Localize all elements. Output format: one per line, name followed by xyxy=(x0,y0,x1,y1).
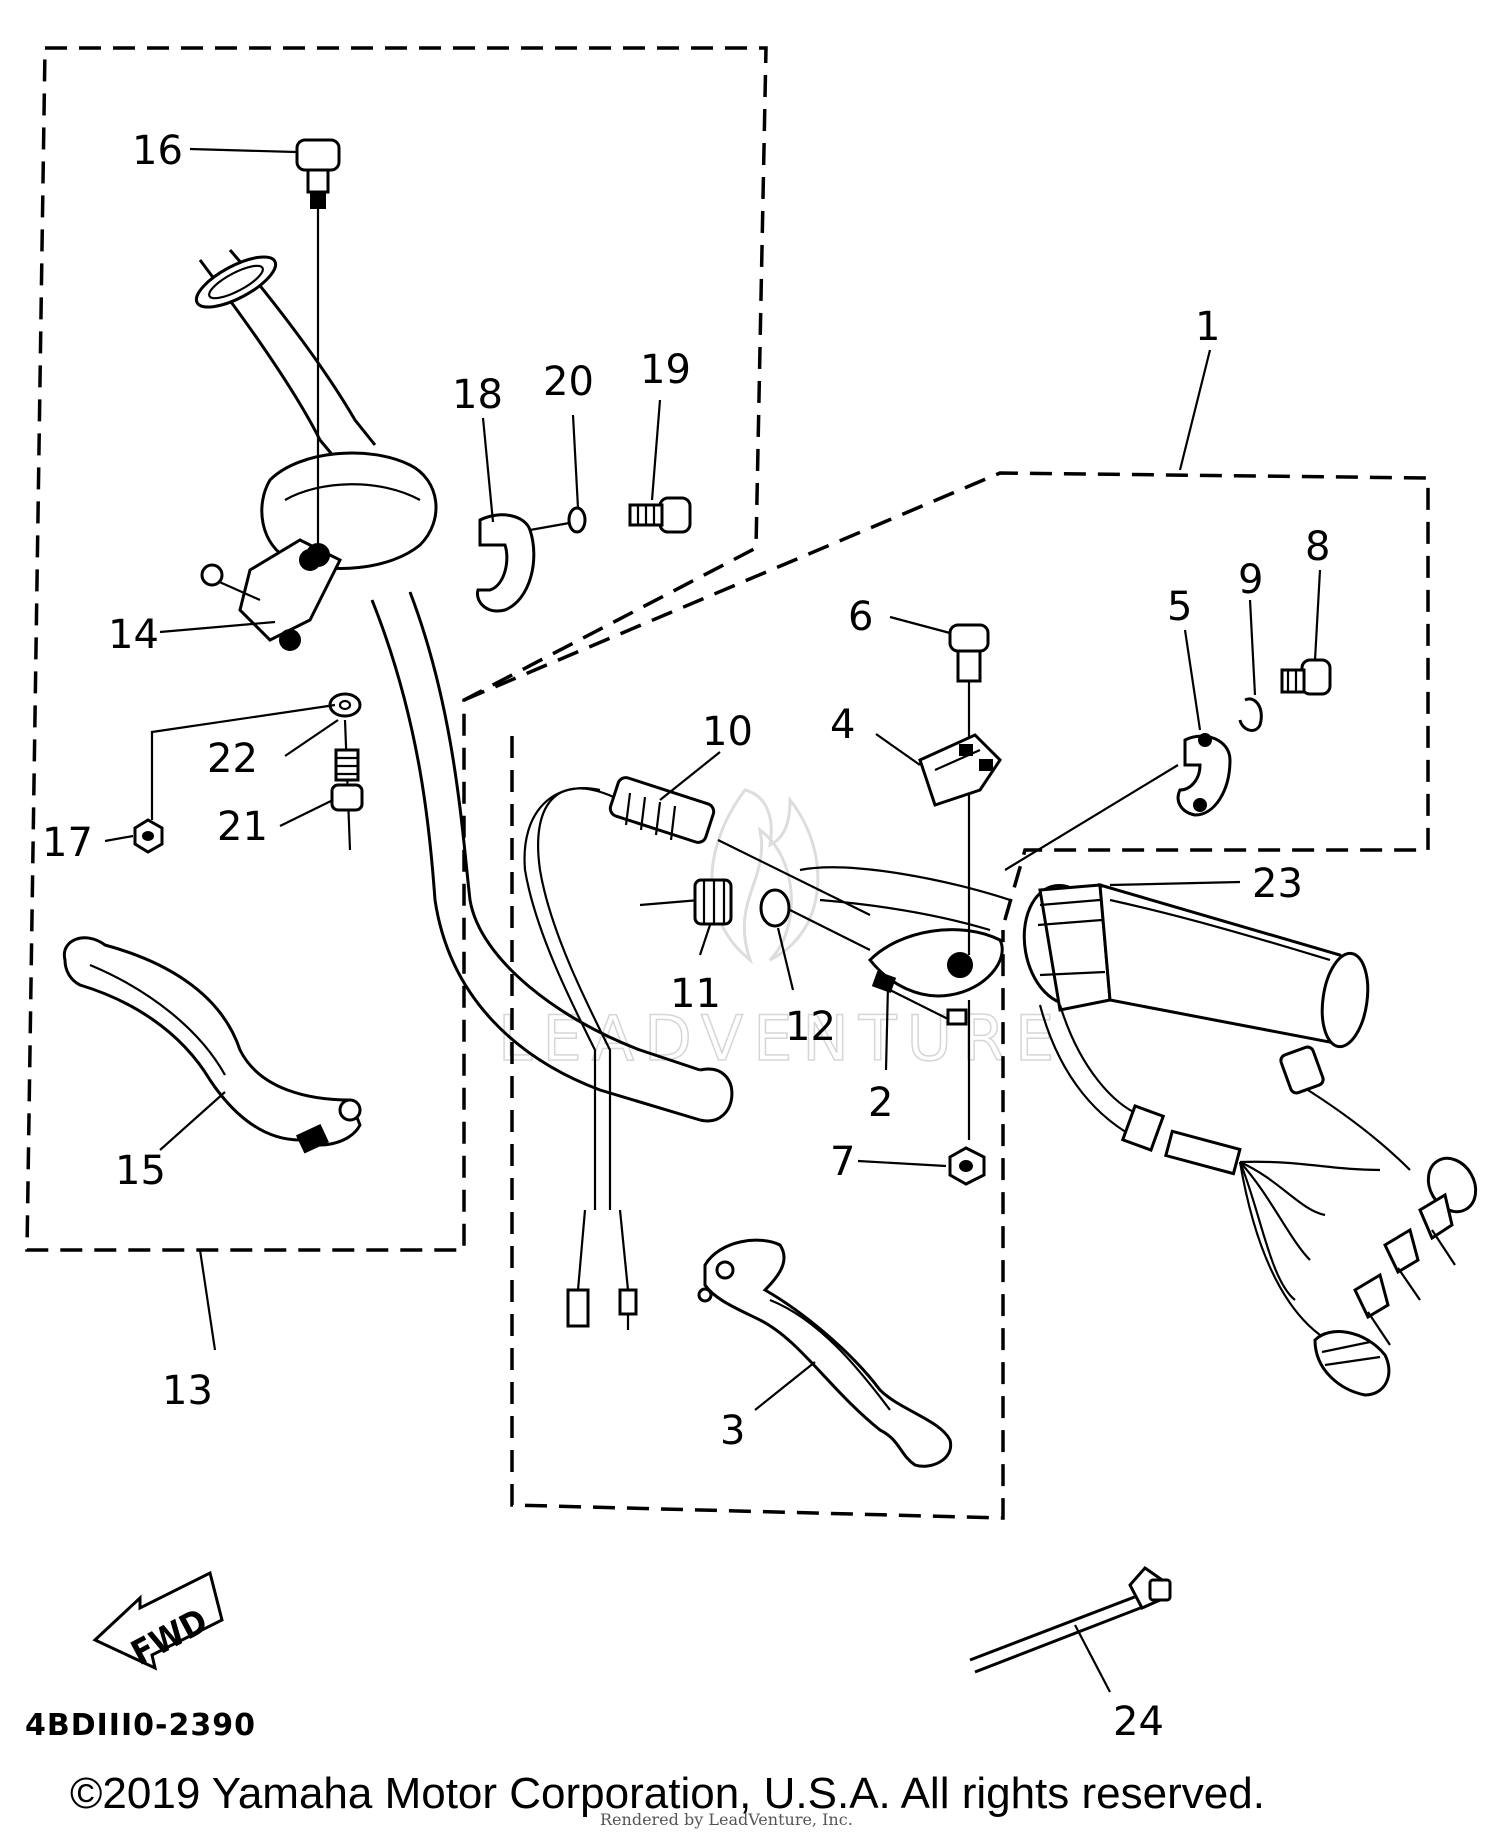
callout-5: 5 xyxy=(1167,584,1192,630)
part-4-switch xyxy=(918,733,1002,807)
callout-8: 8 xyxy=(1305,524,1330,570)
callout-10: 10 xyxy=(702,709,753,755)
part-20-washer xyxy=(567,506,587,534)
callout-24: 24 xyxy=(1113,1699,1164,1745)
callout-16: 16 xyxy=(132,128,183,174)
handlebar xyxy=(194,249,734,1123)
callout-20: 20 xyxy=(543,359,594,405)
rendered-by-text: Rendered by LeadVenture, Inc. xyxy=(600,1810,853,1829)
callout-labels: 1 2 3 4 5 6 7 8 9 10 11 12 13 14 15 16 1… xyxy=(42,128,1330,1745)
callout-15: 15 xyxy=(115,1148,166,1194)
drawing-code: 4BDIII0-2390 xyxy=(25,1708,256,1743)
callout-17: 17 xyxy=(42,820,93,866)
part-8-screw xyxy=(1280,658,1332,696)
callout-21: 21 xyxy=(217,804,268,850)
callout-12: 12 xyxy=(785,1004,836,1050)
callout-1: 1 xyxy=(1195,304,1220,350)
callout-13: 13 xyxy=(162,1368,213,1414)
callout-23: 23 xyxy=(1252,861,1303,907)
callout-19: 19 xyxy=(640,347,691,393)
part-21-cable-adjuster xyxy=(330,719,364,851)
part-11-adjuster xyxy=(639,878,733,926)
callout-2: 2 xyxy=(868,1080,893,1126)
left-clutch-lever xyxy=(62,936,362,1154)
part-19-bolt xyxy=(628,496,692,534)
callout-7: 7 xyxy=(830,1139,855,1185)
part-6-pivot-bolt xyxy=(948,623,990,1140)
callout-14: 14 xyxy=(108,612,159,658)
copyright-text: ©2019 Yamaha Motor Corporation, U.S.A. A… xyxy=(70,1769,1265,1818)
group-1-inner-outline xyxy=(510,736,1005,1520)
part-7-nut xyxy=(948,1146,986,1186)
part-2-lever-holder xyxy=(799,866,1011,1026)
group-1-outline xyxy=(463,471,1430,931)
part-9-washer xyxy=(1238,697,1263,732)
part-10-brake-switch xyxy=(523,776,871,1330)
part-18-clamp xyxy=(475,513,576,613)
leader-lines xyxy=(104,147,1322,1693)
watermark-text: LEADVENTURE xyxy=(498,1002,1064,1075)
callout-18: 18 xyxy=(452,372,503,418)
callout-9: 9 xyxy=(1238,557,1263,603)
callout-4: 4 xyxy=(830,702,855,748)
callout-11: 11 xyxy=(670,971,721,1017)
fwd-arrow-icon: FWD xyxy=(92,1570,224,1674)
part-16-bolt xyxy=(295,138,341,567)
callout-6: 6 xyxy=(848,594,873,640)
part-17-nut xyxy=(133,818,164,854)
part-3-brake-lever xyxy=(697,1238,953,1468)
part-24-cable-tie xyxy=(969,1566,1172,1674)
callout-22: 22 xyxy=(207,736,258,782)
part-23-throttle-grip xyxy=(1022,882,1478,1397)
group-outlines xyxy=(25,46,1430,1520)
callout-3: 3 xyxy=(720,1408,745,1454)
part-12-locknut xyxy=(759,888,871,951)
part-5-clamp xyxy=(1176,733,1232,817)
watermark-flame-icon xyxy=(710,788,820,965)
